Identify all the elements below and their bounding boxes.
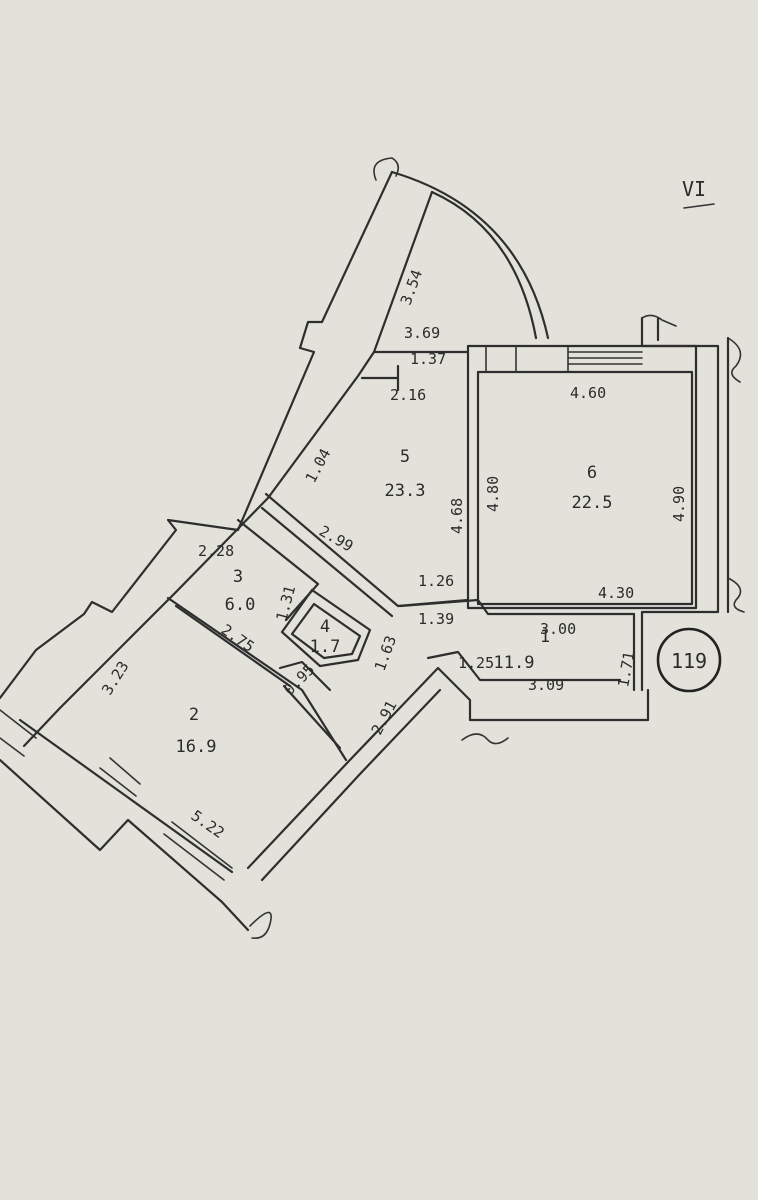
dim-2-16: 2.16 bbox=[390, 386, 426, 404]
outer-wall-bottom-left bbox=[0, 758, 250, 932]
break-mark-right-top bbox=[727, 337, 742, 383]
wall-corridor-lower bbox=[260, 688, 442, 882]
bay-window-arc-outer bbox=[390, 170, 550, 340]
room-2-number: 2 bbox=[189, 705, 199, 725]
room-5-number: 5 bbox=[400, 447, 410, 467]
break-mark-top bbox=[373, 157, 400, 181]
outer-wall-bottom-left-inner bbox=[18, 718, 234, 874]
room-4-area: 1.7 bbox=[310, 637, 341, 657]
room-6-window-top bbox=[485, 345, 643, 373]
bay-window-arc-inner bbox=[430, 190, 538, 340]
room-1-number: 1 bbox=[540, 627, 550, 647]
partition-room3-room2-b bbox=[174, 604, 292, 688]
dim-1-71: 1.71 bbox=[614, 650, 638, 689]
dim-2-28: 2.28 bbox=[198, 542, 234, 560]
room-6-outer bbox=[466, 344, 698, 610]
partition-hall-top bbox=[398, 598, 636, 692]
sheet-label-group: VI bbox=[682, 177, 715, 209]
partition-corridor bbox=[278, 660, 342, 750]
unit-number-circle bbox=[656, 627, 722, 693]
unit-number-group: 119 bbox=[656, 627, 722, 693]
room-5-top-wall bbox=[360, 350, 470, 392]
outer-walls bbox=[0, 157, 745, 940]
wall-room2-bottom bbox=[246, 666, 650, 870]
dim-1-37: 1.37 bbox=[410, 350, 446, 368]
room-4-number: 4 bbox=[320, 617, 330, 637]
break-mark-bottom bbox=[461, 733, 509, 745]
room-3-area: 6.0 bbox=[225, 595, 256, 615]
room-5-right-partition bbox=[260, 506, 394, 618]
room-5-area: 23.3 bbox=[385, 481, 426, 501]
dim-1-25: 1.25 bbox=[458, 654, 494, 672]
dim-3-69: 3.69 bbox=[404, 324, 440, 342]
dim-4-30: 4.30 bbox=[598, 584, 634, 602]
window-bottom-left bbox=[0, 709, 233, 881]
outer-wall-right-2 bbox=[656, 316, 730, 614]
dim-4-90: 4.90 bbox=[670, 486, 688, 522]
room-labels: 5 23.3 6 22.5 3 6.0 4 1.7 1 11.9 2 16.9 bbox=[176, 447, 613, 757]
room-6-number: 6 bbox=[587, 463, 597, 483]
room-6-walls bbox=[466, 314, 730, 692]
partition-hall-bottom bbox=[426, 650, 622, 682]
partition-room3-room2 bbox=[166, 596, 348, 762]
wall-notch-top-right bbox=[641, 314, 677, 327]
partition-room3-right bbox=[236, 518, 320, 622]
break-mark-bottom-left bbox=[249, 911, 272, 940]
dim-4-60: 4.60 bbox=[570, 384, 606, 402]
dim-3-00: 3.00 bbox=[540, 620, 576, 638]
sheet-label-underline bbox=[683, 203, 715, 209]
dim-3-09: 3.09 bbox=[528, 676, 564, 694]
dim-1-26: 1.26 bbox=[418, 572, 454, 590]
room-3-number: 3 bbox=[233, 567, 243, 587]
dim-4-80: 4.80 bbox=[484, 476, 502, 512]
room-2-area: 16.9 bbox=[176, 737, 217, 757]
outer-wall-left-outer bbox=[0, 170, 394, 700]
room-4-outline bbox=[280, 588, 372, 668]
sheet-label: VI bbox=[682, 177, 706, 201]
unit-number: 119 bbox=[671, 649, 707, 673]
dim-4-68: 4.68 bbox=[448, 498, 466, 534]
room-6-area: 22.5 bbox=[572, 493, 613, 513]
room-4-inner bbox=[290, 602, 362, 660]
outer-wall-right bbox=[640, 316, 720, 692]
room-6-inner bbox=[476, 370, 694, 606]
break-mark-right-bottom bbox=[727, 577, 745, 613]
room-1-area: 11.9 bbox=[494, 653, 535, 673]
inner-partitions bbox=[166, 518, 636, 762]
dim-1-39: 1.39 bbox=[418, 610, 454, 628]
